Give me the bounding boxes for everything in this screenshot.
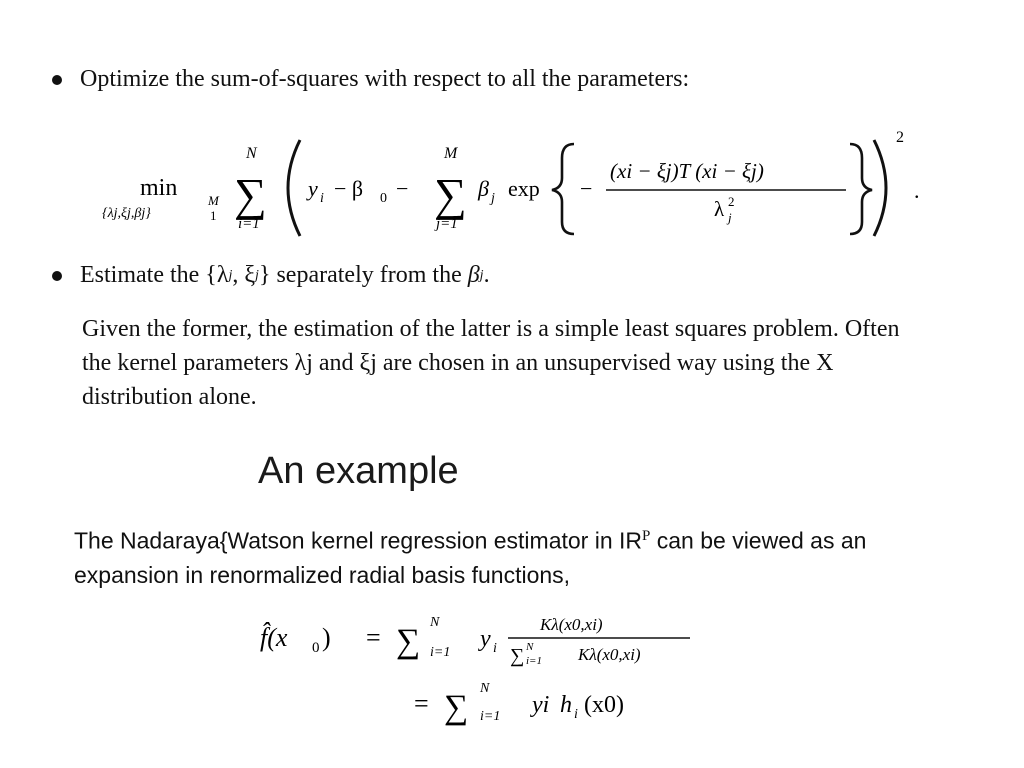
formula2-den-sum-bottom: i=1 [526, 655, 542, 667]
formula2-lhs-close: ) [322, 623, 331, 652]
section-title: An example [258, 450, 459, 492]
bullet-estimate-prefix: Estimate the [80, 262, 200, 288]
bullet-estimate-sub2: j [255, 267, 259, 283]
formula2-line2-expr: yi [530, 692, 549, 718]
formula1-beta-sub: j [489, 191, 495, 206]
formula1-neg: − [580, 176, 592, 201]
bullet-dot-icon [52, 270, 62, 281]
bullet-estimate-middle: separately from the [276, 262, 462, 288]
formula1-sum1-top: N [245, 145, 258, 162]
bullet-estimate-beta: β [467, 262, 480, 288]
formula1-y-sub: i [320, 191, 324, 206]
example-paragraph: The Nadaraya{Watson kernel regression es… [74, 519, 974, 592]
formula1-right-brace [849, 142, 873, 236]
formula1-left-paren [286, 139, 302, 237]
formula1-sum2-sigma: ∑ [434, 169, 467, 220]
explanation-paragraph: Given the former, the estimation of the … [82, 316, 900, 410]
formula2-y-sub: i [493, 641, 497, 656]
formula2-den-sum-top: N [525, 641, 534, 653]
formula1-minus-beta0: − β [334, 176, 363, 201]
formula2-line2-sum-bottom: i=1 [480, 709, 500, 724]
formula2-line2-sigma: ∑ [444, 689, 468, 726]
formula2-sigma: ∑ [396, 623, 420, 660]
formula2-den-sigma: ∑ [510, 645, 524, 667]
formula1-power: 2 [896, 129, 904, 146]
formula2-lhs: f̂(x [260, 623, 288, 652]
formula1-beta: β [477, 176, 489, 201]
formula1-beta0-sub: 0 [380, 191, 387, 206]
formula1-min-sub-limit: 1 [210, 208, 217, 223]
formula1-sum1-sigma: ∑ [234, 169, 267, 220]
formula2-frac-num: Kλ(x0,xi) [539, 615, 603, 634]
formula2-line2-arg: (x0) [584, 692, 624, 718]
formula1-right-paren [872, 139, 888, 237]
example-text-sup: P [642, 528, 651, 544]
formula1-min-sub: {λj,ξj,βj} [102, 206, 151, 221]
formula1-denominator-sub: j [726, 210, 732, 225]
bullet-estimate-set-close: } [258, 262, 271, 288]
formula1-left-brace [551, 142, 575, 236]
bullet-estimate-end: . [483, 262, 490, 288]
formula2-line2-h: h [560, 692, 572, 718]
formula1-sum2-top: M [443, 145, 459, 162]
formula2-lhs-sub: 0 [312, 640, 320, 656]
formula1-y: y [306, 176, 318, 201]
bullet-optimize-text: Optimize the sum-of-squares with respect… [80, 66, 690, 92]
bullet-dot-icon [52, 74, 62, 85]
formula1-sum1-bottom: i=1 [238, 216, 260, 232]
formula1-min-sup-limit: M [207, 193, 220, 208]
formula2-frac-den: Kλ(x0,xi) [577, 645, 641, 664]
formula2-line2-sum-top: N [479, 681, 490, 696]
formula1-denominator: λ [714, 197, 725, 221]
formula1-min: min [140, 175, 177, 201]
bullet-estimate-set-open: {λ [205, 262, 229, 288]
bullet-estimate-beta-sub: j [479, 267, 484, 283]
example-text-before: The Nadaraya{Watson kernel regression es… [74, 527, 643, 554]
formula2-line2-eq: = [414, 689, 429, 718]
formula2-sum-bottom: i=1 [430, 645, 450, 660]
formula1-sum2-bottom: j=1 [434, 216, 458, 232]
formula1-denominator-sup: 2 [728, 194, 735, 209]
formula1-period: . [914, 178, 920, 203]
formula2-sum-top: N [429, 615, 440, 630]
formula2-y: y [478, 626, 491, 652]
formula1-exp: exp [508, 176, 540, 201]
bullet-estimate-comma: , ξ [232, 262, 256, 288]
example-text-after: can be viewed as an expansion in renorma… [74, 527, 867, 588]
bullet-estimate-sub1: j [228, 267, 233, 283]
formula1-minus: − [396, 176, 408, 201]
bullet-optimize: Optimize the sum-of-squares with respect… [52, 66, 689, 93]
formula2-line2-h-sub: i [574, 707, 578, 722]
formula2-eq: = [366, 623, 381, 652]
formula1-numerator: (xi − ξj)T (xi − ξj) [610, 159, 764, 183]
